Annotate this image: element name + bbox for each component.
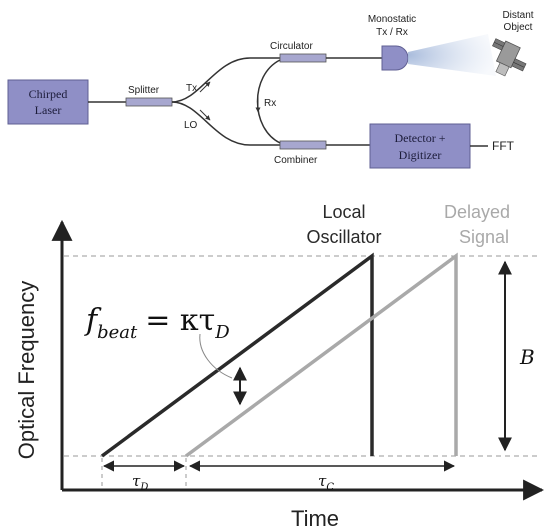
distant-object-label-1: Distant bbox=[502, 10, 533, 21]
detector-label-1: Detector + bbox=[394, 131, 445, 145]
rx-label: Rx bbox=[264, 98, 276, 109]
lo-arrow bbox=[199, 109, 211, 121]
fft-label: FFT bbox=[492, 139, 515, 153]
detector-label-2: Digitizer bbox=[399, 148, 442, 162]
fiber-lo-branch bbox=[171, 101, 251, 146]
monostatic-telescope bbox=[381, 45, 409, 71]
laser-beam bbox=[408, 34, 496, 76]
formula-d-subscript: D bbox=[214, 322, 230, 343]
optical-setup: Chirped Laser Splitter Tx LO Circulator … bbox=[7, 10, 534, 169]
distant-object-label-2: Object bbox=[504, 22, 533, 33]
tau-d-subscript: D bbox=[139, 482, 148, 493]
tau-c-subscript: C bbox=[326, 482, 334, 493]
circulator-component bbox=[279, 53, 327, 63]
monostatic-label-1: Monostatic bbox=[368, 14, 416, 25]
splitter-label: Splitter bbox=[128, 85, 160, 96]
tau-d-label: τD bbox=[132, 472, 148, 493]
local-oscillator-ramp bbox=[100, 252, 374, 458]
circulator-label: Circulator bbox=[270, 41, 313, 52]
x-axis-label: Time bbox=[291, 506, 339, 531]
tau-c-label: τC bbox=[318, 472, 334, 493]
formula-pointer bbox=[199, 333, 233, 379]
local-oscillator-label-2: Oscillator bbox=[306, 227, 381, 247]
delayed-signal-ramp bbox=[184, 252, 458, 458]
beat-formula: fbeat= κτD bbox=[84, 303, 230, 343]
fiber-tx-branch bbox=[171, 57, 251, 103]
bandwidth-label: B bbox=[519, 345, 535, 369]
combiner-component bbox=[279, 140, 327, 150]
local-oscillator-label-1: Local bbox=[322, 202, 365, 222]
tau-d-symbol: τ bbox=[132, 472, 141, 490]
chirped-laser-label-1: Chirped bbox=[29, 87, 68, 101]
formula-equals: = κτ bbox=[145, 303, 215, 338]
chirped-laser-label-2: Laser bbox=[35, 103, 62, 117]
y-axis-label: Optical Frequency bbox=[14, 281, 39, 460]
chirp-plot: B τD τC Local Oscillator Delayed Signal … bbox=[14, 202, 545, 531]
delayed-signal-label-1: Delayed bbox=[444, 202, 510, 222]
tx-arrow bbox=[199, 81, 211, 93]
detector-digitizer-box bbox=[369, 123, 471, 169]
delayed-signal-label-2: Signal bbox=[459, 227, 509, 247]
distant-object-icon bbox=[492, 38, 527, 77]
formula-beat-subscript: beat bbox=[97, 322, 138, 343]
lo-label: LO bbox=[184, 120, 198, 131]
chirped-laser-box bbox=[7, 79, 89, 125]
tx-label: Tx bbox=[186, 83, 197, 94]
splitter-component bbox=[125, 97, 173, 107]
monostatic-label-2: Tx / Rx bbox=[376, 27, 408, 38]
tau-c-symbol: τ bbox=[318, 472, 327, 490]
combiner-label: Combiner bbox=[274, 155, 318, 166]
